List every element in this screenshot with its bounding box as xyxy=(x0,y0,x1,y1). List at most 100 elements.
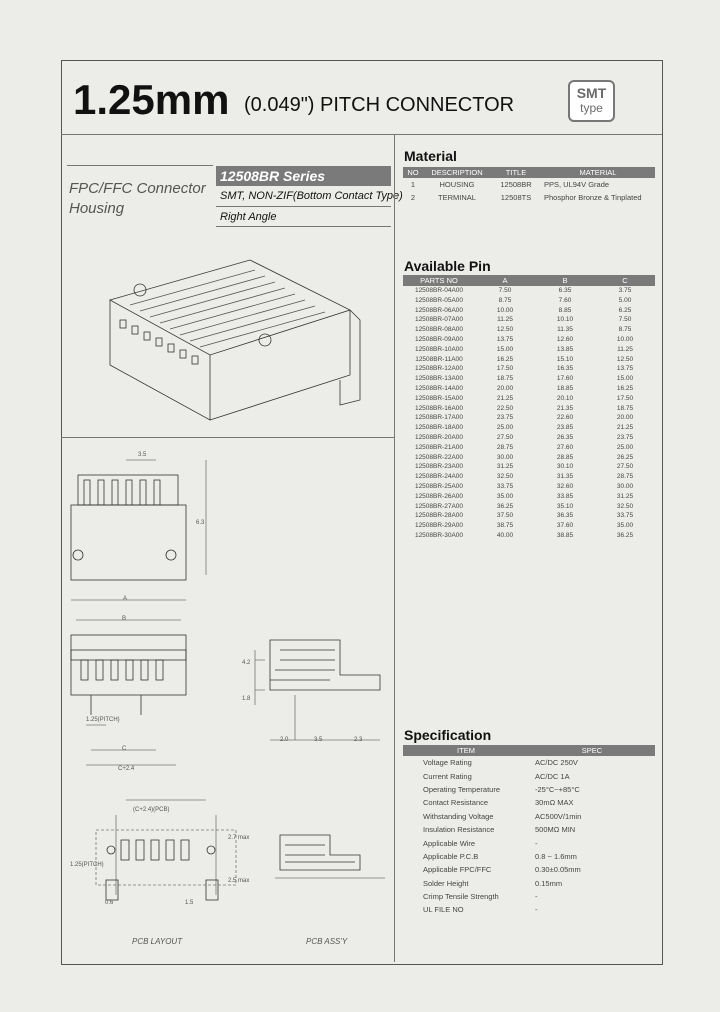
spec-item: Crimp Tensile Strength xyxy=(423,892,499,902)
pin-cell: 6.35 xyxy=(558,287,572,294)
material-row: 2 TERMINAL 12508TS Phosphor Bronze & Tin… xyxy=(403,191,655,204)
series-label: 12508BR Series xyxy=(216,166,391,186)
connector-isometric-drawing xyxy=(108,259,361,421)
dim-20: 2.0 xyxy=(280,737,289,743)
spec-row: Applicable Wire- xyxy=(403,836,655,849)
available-pin-title: Available Pin xyxy=(404,258,491,274)
dim-b: B xyxy=(122,616,127,622)
pin-cell: 31.25 xyxy=(496,463,514,471)
pin-cell: 13.75 xyxy=(616,365,634,373)
pin-cell: 12508BR-24A00 xyxy=(414,473,464,481)
pin-header-b: B xyxy=(535,275,595,286)
pin-cell: 17.50 xyxy=(616,394,634,402)
pin-cell: 10.00 xyxy=(496,306,514,314)
spec-value: 0.15mm xyxy=(535,878,563,888)
pin-cell: 3.75 xyxy=(618,287,632,294)
pin-cell: 15.10 xyxy=(556,355,574,363)
spec-row: UL FILE NO- xyxy=(403,903,655,916)
pin-cell: 12508BR-12A00 xyxy=(414,365,464,373)
pin-cell: 16.25 xyxy=(496,355,514,363)
pin-cell: 38.75 xyxy=(496,522,514,530)
badge-bottom: type xyxy=(580,101,603,115)
dim-35: 3.5 xyxy=(314,737,323,743)
dim-27max: 2.7 max xyxy=(228,835,250,841)
pin-cell: 12508BR-26A00 xyxy=(414,492,464,500)
pin-cell: 11.25 xyxy=(617,345,633,353)
angle-divider xyxy=(216,226,391,227)
pin-cell: 12508BR-06A00 xyxy=(414,306,464,314)
pin-cell: 12508BR-18A00 xyxy=(414,424,464,432)
smt-badge: SMT type xyxy=(568,80,615,122)
pin-cell: 12508BR-28A00 xyxy=(414,512,464,520)
pin-cell: 27.60 xyxy=(556,443,574,451)
cell: 12508TS xyxy=(500,193,532,202)
pin-cell: 31.35 xyxy=(556,473,574,481)
dim-18: 1.8 xyxy=(242,696,251,702)
type-line: SMT, NON-ZIF(Bottom Contact Type) xyxy=(220,190,403,202)
pin-cell: 35.00 xyxy=(496,492,514,500)
pin-cell: 20.00 xyxy=(496,384,514,392)
pin-cell: 8.85 xyxy=(558,306,572,314)
pin-cell: 40.00 xyxy=(496,531,514,539)
pin-cell: 7.60 xyxy=(558,296,572,304)
spec-item: Applicable P.C.B xyxy=(423,851,479,861)
pin-cell: 12508BR-23A00 xyxy=(414,463,464,471)
pin-cell: 28.75 xyxy=(616,473,634,481)
pin-cell: 10.00 xyxy=(616,335,634,343)
category-divider xyxy=(67,165,213,166)
pin-cell: 36.25 xyxy=(616,531,634,539)
pin-row: 12508BR-24A00 32.50 31.35 28.75 xyxy=(403,472,655,482)
pin-cell: 23.85 xyxy=(556,424,574,432)
pin-header-c: C xyxy=(595,275,655,286)
datasheet-frame xyxy=(61,60,663,965)
pin-cell: 28.75 xyxy=(496,443,514,451)
title-main: 1.25mm xyxy=(73,76,230,123)
product-category: FPC/FFC Connector Housing xyxy=(69,179,206,219)
pin-cell: 12508BR-07A00 xyxy=(414,316,464,324)
pin-cell: 32.50 xyxy=(616,502,634,510)
pin-cell: 35.10 xyxy=(556,502,574,510)
pin-cell: 30.10 xyxy=(556,463,574,471)
spec-item: Withstanding Voltage xyxy=(423,811,494,821)
pin-cell: 20.00 xyxy=(616,414,634,422)
pin-cell: 25.00 xyxy=(496,424,514,432)
pcb-layout-drawing xyxy=(95,799,237,901)
pin-cell: 36.35 xyxy=(556,512,574,520)
pin-cell: 31.25 xyxy=(616,492,634,500)
spec-value: - xyxy=(535,892,538,902)
side-view-drawing xyxy=(254,639,381,741)
cell: 12508BR xyxy=(500,180,532,189)
pin-cell: 11.25 xyxy=(497,316,513,324)
title-sub: (0.049") PITCH CONNECTOR xyxy=(244,94,515,116)
pin-cell: 7.50 xyxy=(498,287,512,294)
dim-pitch-125: 1.25(PITCH) xyxy=(86,717,120,723)
material-header-material: MATERIAL xyxy=(541,167,655,178)
spec-item: Solder Height xyxy=(423,878,469,888)
pin-cell: 16.25 xyxy=(616,384,634,392)
material-title: Material xyxy=(404,148,457,164)
pin-cell: 12508BR-05A00 xyxy=(414,296,464,304)
pin-cell: 32.50 xyxy=(496,473,514,481)
cell: 1 xyxy=(410,180,416,189)
pin-cell: 12508BR-11A00 xyxy=(415,355,463,363)
material-header-description: DESCRIPTION xyxy=(423,167,491,178)
material-table: NO DESCRIPTION TITLE MATERIAL 1 HOUSING … xyxy=(403,167,655,204)
pin-cell: 12508BR-14A00 xyxy=(414,384,464,392)
